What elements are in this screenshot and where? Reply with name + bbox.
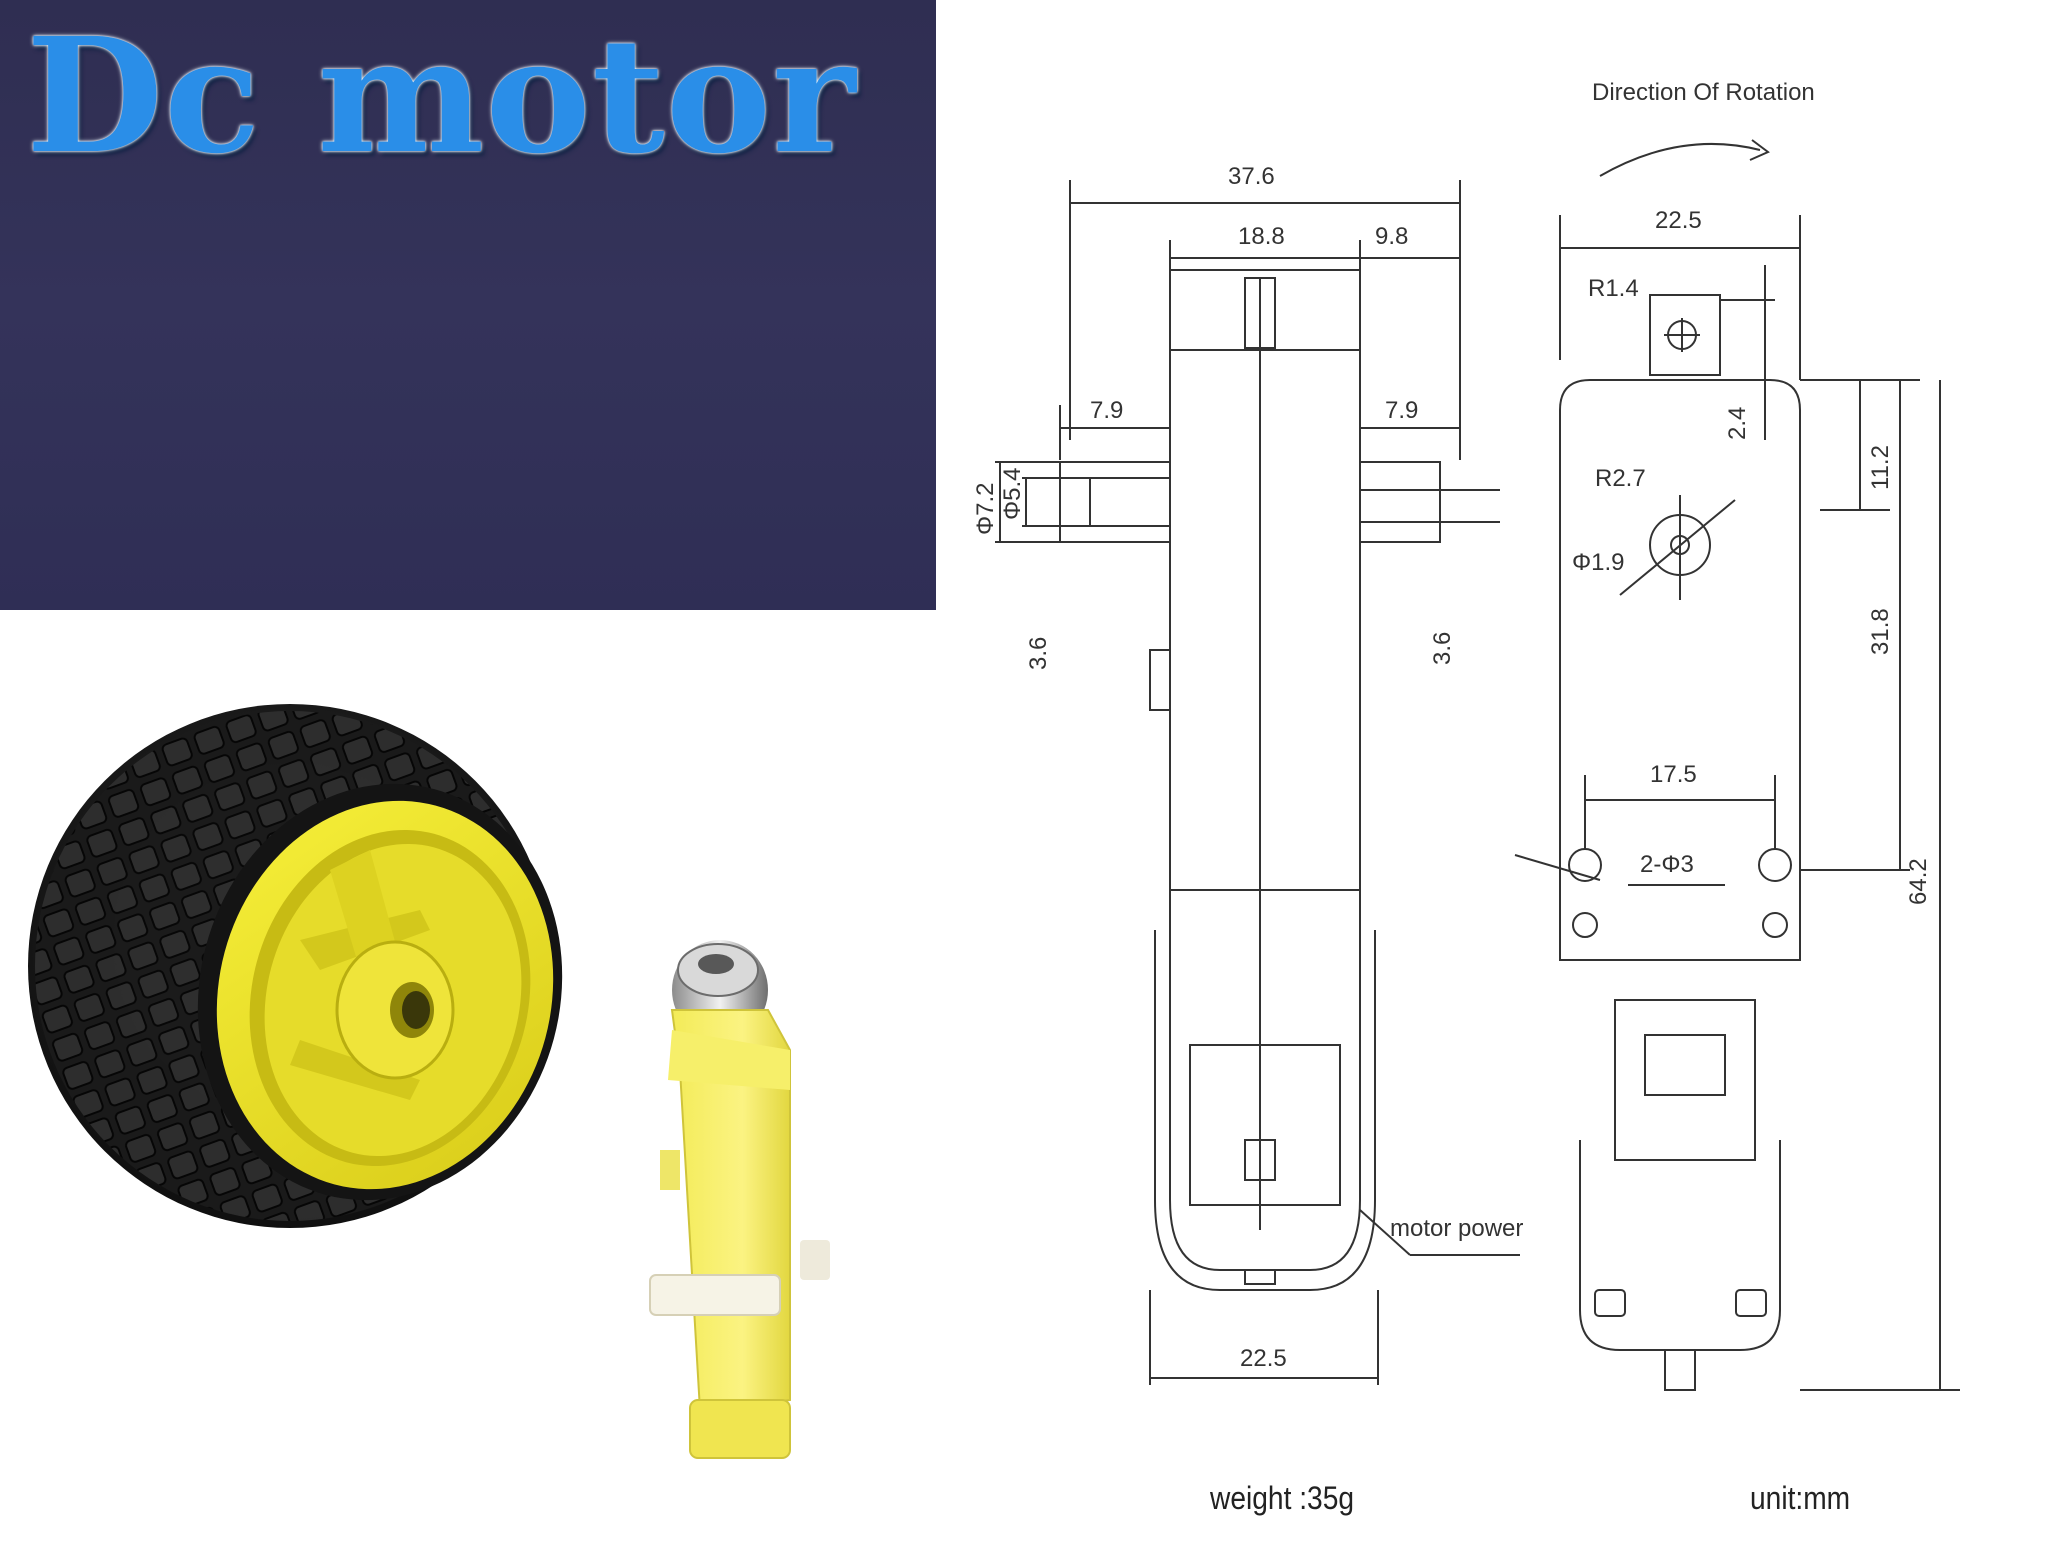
dim-shaft-right: 7.9: [1385, 397, 1418, 424]
dim-radius-top: R1.4: [1588, 275, 1639, 302]
dim-base-width: 22.5: [1240, 1345, 1287, 1372]
product-photo: [0, 610, 960, 1536]
dim-offset-right: 9.8: [1375, 223, 1408, 250]
dim-outer-diameter: Φ7.2: [972, 482, 999, 535]
front-view: [1514, 139, 1960, 1391]
unit-label: unit:mm: [1750, 1480, 1851, 1516]
gear-motor-image: [649, 940, 830, 1459]
dim-11-2: 11.2: [1867, 445, 1894, 490]
dim-right-offset: 3.6: [1429, 632, 1456, 665]
dim-width-overall: 37.6: [1228, 163, 1275, 190]
dim-front-width: 22.5: [1655, 207, 1702, 234]
wheel-image: [28, 704, 563, 1228]
motor-power-label: motor power: [1390, 1215, 1523, 1242]
dim-2-4: 2.4: [1724, 407, 1751, 440]
dim-radius-center: R2.7: [1595, 465, 1646, 492]
weight-label: weight :35g: [1210, 1480, 1355, 1516]
dim-31-8: 31.8: [1867, 608, 1894, 655]
direction-label: Direction Of Rotation: [1592, 79, 1815, 106]
dim-height: 64.2: [1905, 858, 1932, 905]
dim-width-body: 18.8: [1238, 223, 1285, 250]
dim-hole-diameter: Φ1.9: [1572, 549, 1625, 576]
dim-inner-diameter: Φ5.4: [999, 467, 1026, 520]
dim-hole-spacing: 17.5: [1650, 761, 1697, 788]
dim-shaft-left: 7.9: [1090, 397, 1123, 424]
dim-holes: 2-Φ3: [1640, 851, 1694, 878]
dim-left-offset: 3.6: [1025, 637, 1052, 670]
technical-drawing: 37.6 18.8 9.8 7.9 7.9 Φ7.2 Φ5.4 3.6 3.6 …: [960, 0, 2048, 1536]
slide-title: Dc motor: [26, 4, 857, 189]
title-panel: Dc motor: [0, 0, 936, 610]
side-view: [995, 180, 1520, 1385]
